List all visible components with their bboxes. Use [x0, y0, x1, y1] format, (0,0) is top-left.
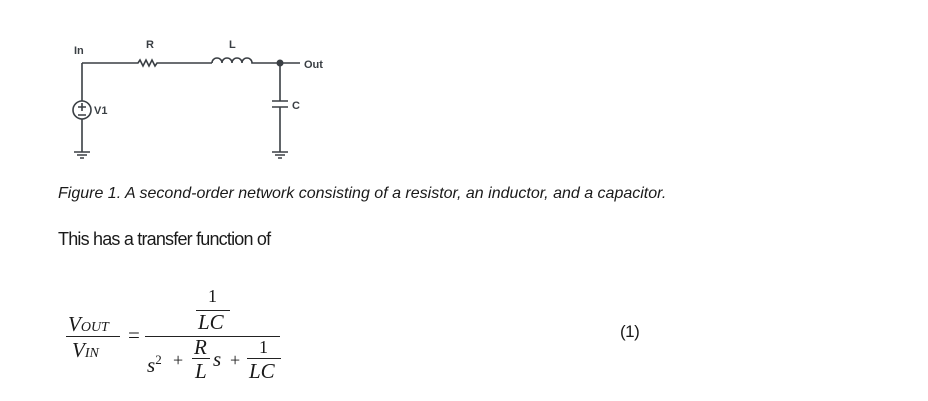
- output-label: Out: [304, 59, 323, 71]
- inductor-label: L: [229, 39, 236, 51]
- plus-sign: +: [230, 350, 241, 370]
- subscript: OUT: [80, 320, 109, 335]
- num-lc: LC: [198, 310, 224, 334]
- lhs-denominator: VIN: [72, 338, 99, 363]
- resistor-label: R: [146, 39, 154, 51]
- input-label: In: [74, 45, 84, 57]
- main-fraction-bar: [145, 336, 280, 337]
- den-lc: LC: [249, 359, 275, 383]
- var: V: [68, 312, 81, 336]
- den-l: L: [195, 359, 207, 383]
- lhs-numerator: VOUT: [68, 312, 109, 337]
- den-r: R: [194, 335, 207, 359]
- den-s: s: [213, 347, 222, 371]
- equals-sign: =: [128, 323, 140, 347]
- fraction-bar: [192, 358, 210, 359]
- equation-number: (1): [620, 322, 640, 341]
- plus-sign: +: [173, 350, 184, 370]
- s-squared: s2: [147, 352, 162, 378]
- num-one: 1: [208, 286, 217, 306]
- fraction-bar: [247, 358, 281, 359]
- den-one: 1: [259, 337, 268, 357]
- body-text: This has a transfer function of: [58, 229, 271, 249]
- figure-caption: Figure 1. A second-order network consist…: [58, 185, 667, 202]
- rlc-circuit-diagram: In R L Out C V1: [72, 39, 323, 159]
- subscript: IN: [84, 346, 99, 361]
- s: s: [147, 353, 156, 377]
- source-label: V1: [94, 105, 107, 117]
- fraction-bar: [196, 310, 230, 311]
- capacitor-label: C: [292, 100, 300, 112]
- var: V: [72, 338, 85, 362]
- fraction-bar: [66, 336, 120, 337]
- exponent: 2: [155, 352, 162, 367]
